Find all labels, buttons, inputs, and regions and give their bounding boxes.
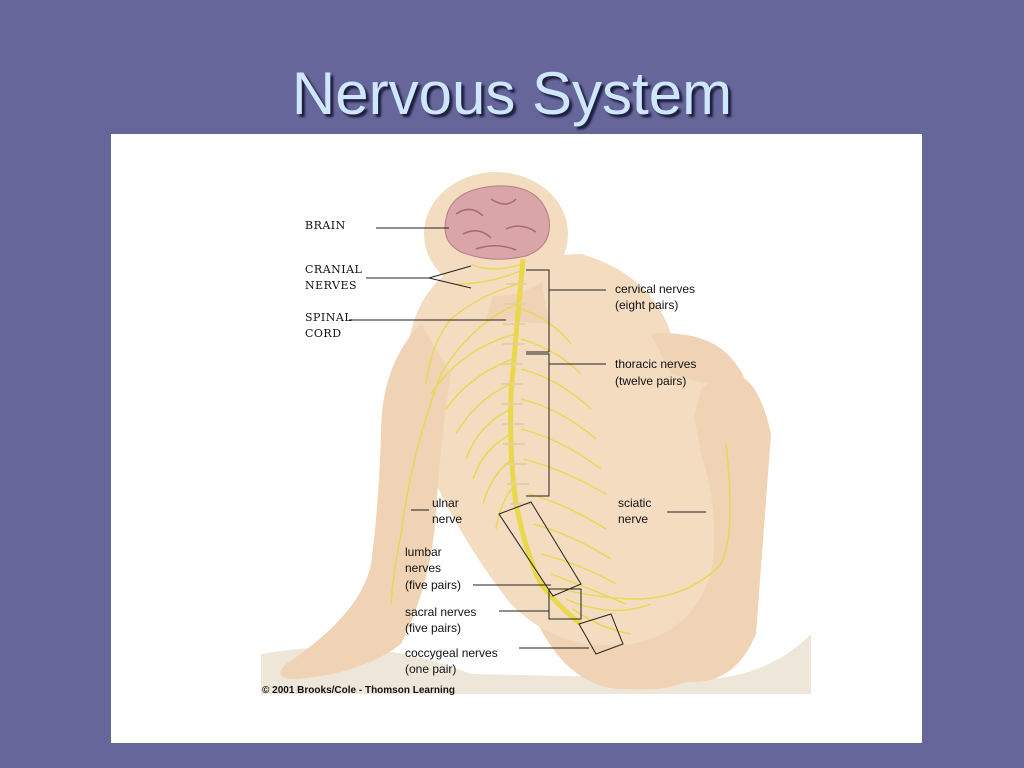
label-sciatic-nerve-line2: nerve [618,512,649,526]
left-arm [280,324,451,679]
brain-shape [444,185,551,260]
label-ulnar-nerve-line2: nerve [432,512,463,526]
right-arm [651,333,745,389]
torso [406,254,715,646]
label-brain: BRAIN [305,219,346,232]
vertebrae [501,283,532,505]
label-cervical-nerves-line2: (eight pairs) [615,298,679,312]
label-sacral-nerves-line1: sacral nerves [405,605,477,619]
label-lumbar-nerves-line3: (five pairs) [405,578,462,592]
label-spinal-cord-line1: SPINAL [305,311,353,324]
label-cervical-nerves-line1: cervical nerves [615,282,696,296]
nervous-system-figure: BRAIN CRANIAL NERVES SPINAL CORD cervica… [111,134,922,743]
label-cranial-nerves-line2: NERVES [305,279,358,292]
label-coccygeal-nerves-line2: (one pair) [405,662,457,676]
label-thoracic-nerves-line2: (twelve pairs) [615,374,687,388]
label-lumbar-nerves-line1: lumbar [405,545,442,559]
label-spinal-cord-line2: CORD [305,327,342,340]
brain-folds [455,198,537,251]
label-ulnar-nerve-line1: ulnar [432,496,459,510]
label-lumbar-nerves-line2: nerves [405,561,442,575]
leader-lines [349,227,706,655]
slide-title: Nervous System [291,60,733,127]
label-sacral-nerves-line2: (five pairs) [405,621,462,635]
label-thoracic-nerves-line1: thoracic nerves [615,357,697,371]
label-cranial-nerves-line1: CRANIAL [305,263,363,276]
peripheral-nerves [390,263,731,635]
copyright-credit: © 2001 Brooks/Cole - Thomson Learning [262,685,455,696]
body-illustration [261,172,811,694]
label-coccygeal-nerves-line1: coccygeal nerves [405,646,498,660]
label-sciatic-nerve-line1: sciatic [618,496,652,510]
